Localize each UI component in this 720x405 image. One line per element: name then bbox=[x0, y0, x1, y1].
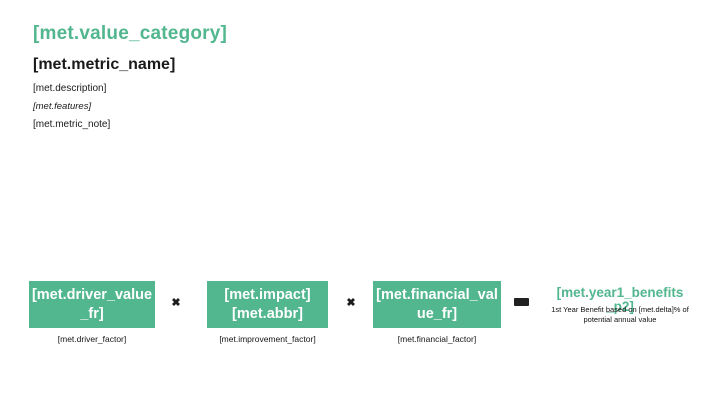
financial-value-box: [met.financial_value_fr] bbox=[373, 281, 501, 328]
impact-box: [met.impact] [met.abbr] bbox=[207, 281, 328, 328]
financial-factor-label: [met.financial_factor] bbox=[397, 334, 477, 344]
financial-value-text: [met.financial_value_fr] bbox=[376, 286, 498, 322]
metric-note: [met.metric_note] bbox=[33, 119, 111, 130]
metric-features: [met.features] bbox=[33, 101, 92, 112]
impact-abbr-text: [met.abbr] bbox=[232, 305, 303, 322]
driver-factor-label: [met.driver_factor] bbox=[57, 334, 127, 344]
value-category-title: [met.value_category] bbox=[33, 23, 228, 44]
impact-value-text: [met.impact] bbox=[224, 286, 311, 303]
equals-icon bbox=[514, 298, 529, 306]
driver-value-box: [met.driver_value_fr] bbox=[29, 281, 155, 328]
year1-benefit-text: [met.year1_benefits_p2] bbox=[556, 285, 684, 314]
driver-value-text: [met.driver_value_fr] bbox=[31, 286, 153, 322]
improvement-factor-label: [met.improvement_factor] bbox=[219, 334, 316, 344]
multiply-icon: ✖ bbox=[171, 297, 181, 309]
multiply-icon: ✖ bbox=[346, 297, 356, 309]
metric-name: [met.metric_name] bbox=[33, 56, 176, 73]
benefit-note-text: 1st Year Benefit based on [met.delta]% o… bbox=[551, 305, 689, 324]
metric-description: [met.description] bbox=[33, 83, 107, 94]
